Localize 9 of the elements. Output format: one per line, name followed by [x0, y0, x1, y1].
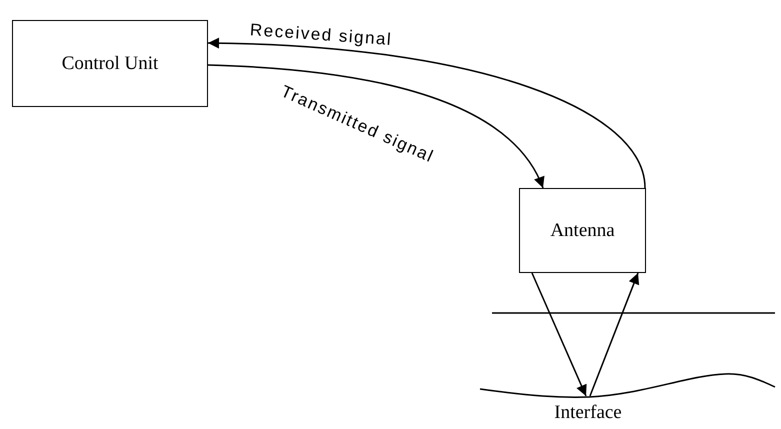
- antenna-box: [519, 188, 646, 273]
- arrow: [531, 272, 587, 396]
- interface-label: Interface: [554, 402, 622, 424]
- node-label: Antenna: [550, 220, 615, 242]
- arrow: [589, 272, 640, 396]
- arrow: [208, 64, 544, 188]
- arrow: [208, 38, 646, 188]
- control-unit-box: [12, 20, 208, 107]
- node-label: Control Unit: [62, 52, 158, 74]
